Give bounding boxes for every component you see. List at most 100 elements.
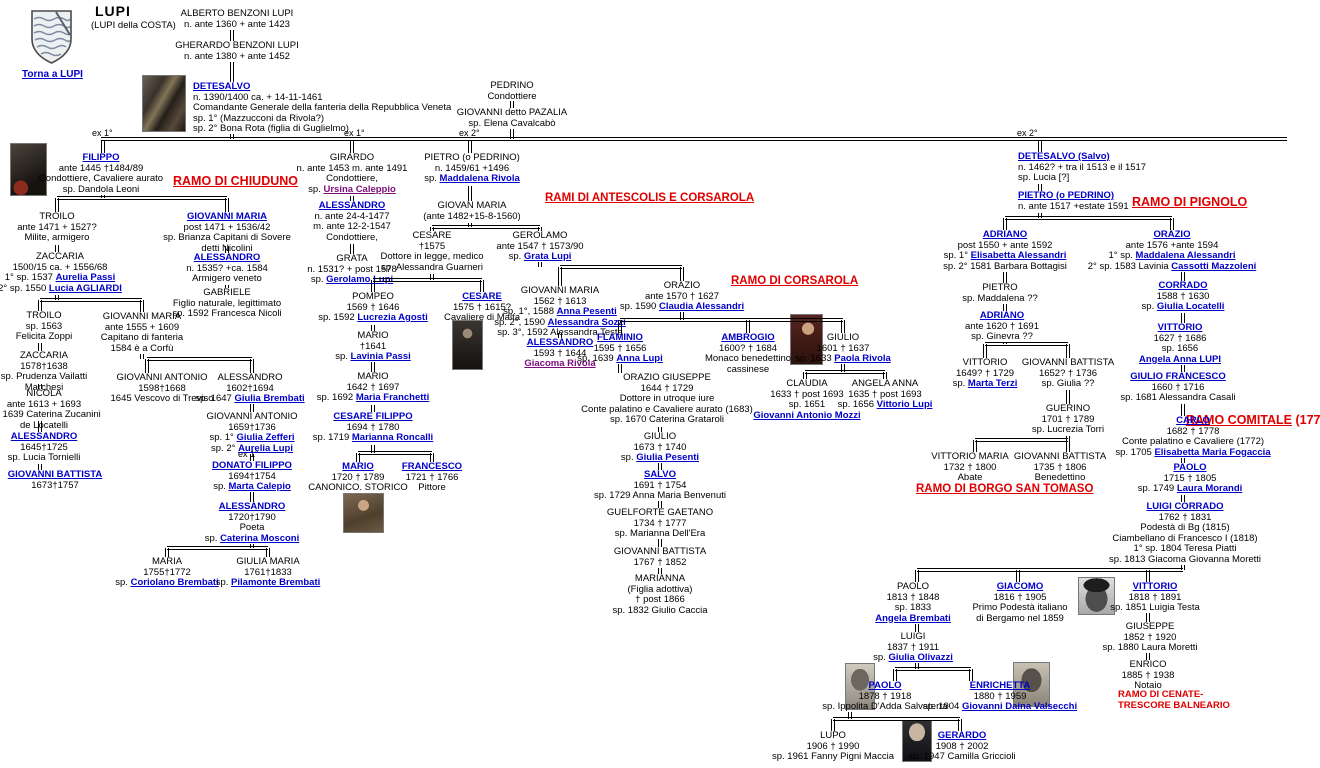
person-name[interactable]: SALVO — [643, 469, 677, 480]
person-name[interactable]: CESARE FILIPPO — [333, 411, 413, 422]
back-link[interactable]: Torna a LUPI — [22, 69, 83, 80]
spouse-link[interactable]: Angela Brembati — [875, 612, 951, 624]
person-name[interactable]: ALESSANDRO — [526, 337, 594, 348]
spouse-link[interactable]: Elisabetta Maria Fogaccia — [1154, 446, 1271, 458]
spouse-link[interactable]: Ursina Caleppio — [323, 183, 396, 195]
person-name[interactable]: ENRICHETTA — [969, 680, 1031, 691]
spouse-link[interactable]: Laura Morandi — [1176, 483, 1243, 494]
person-name[interactable]: PAOLO — [868, 680, 902, 691]
tree-connector — [101, 141, 105, 153]
tree-connector — [958, 719, 962, 731]
spouse-link[interactable]: Claudia Alessandri — [658, 301, 745, 312]
person-detail: de Locatelli — [19, 419, 69, 431]
person-name[interactable]: CARLO — [1176, 415, 1210, 426]
spouse-link[interactable]: Marta Calepio — [228, 481, 291, 492]
spouse-link[interactable]: Cassotti Mazzoleni — [1171, 260, 1257, 272]
person-name[interactable]: ADRIANO — [979, 310, 1025, 321]
spouse-link[interactable]: Giulia Pesenti — [636, 452, 700, 463]
person-name[interactable]: CESARE — [462, 291, 502, 302]
tree-connector — [658, 539, 662, 547]
person-name[interactable]: ALESSANDRO — [318, 200, 386, 211]
spouse-link[interactable]: Gerolamo Lupi — [326, 274, 394, 285]
spouse-link[interactable]: Giulia Olivazzi — [888, 652, 953, 663]
person-name[interactable]: DETESALVO — [193, 81, 251, 92]
person-detail: ante 1555 + 1609 — [104, 321, 180, 333]
person-name[interactable]: GIOVANNI BATTISTA — [7, 469, 103, 480]
spouse-link[interactable]: Anna Pesenti — [556, 306, 617, 317]
spouse-link[interactable]: Anna Lupi — [616, 353, 663, 364]
person-name[interactable]: DONATO FILIPPO — [212, 460, 292, 471]
person-detail: ante 1471 + 1527? — [17, 221, 97, 233]
spouse-link[interactable]: Maria Franchetti — [355, 392, 430, 403]
person-name[interactable]: FILIPPO — [82, 152, 120, 163]
spouse-link[interactable]: Giacoma Rivola — [524, 358, 596, 369]
spouse-link[interactable]: Pilamonte Brembati — [231, 577, 321, 588]
spouse-link[interactable]: Lucrezia Agosti — [357, 312, 428, 323]
spouse-link[interactable]: Paola Rivola — [834, 353, 891, 364]
person-name[interactable]: ORAZIO — [1153, 229, 1191, 240]
ambrogio-portrait-image — [790, 314, 823, 365]
person-name[interactable]: ALESSANDRO — [193, 252, 261, 263]
spouse-link[interactable]: Maddalena Alessandri — [1135, 250, 1236, 261]
person-name[interactable]: MARIO — [342, 461, 374, 472]
tree-connector — [40, 298, 142, 302]
person-detail: sp. 1670 Caterina Grataroli — [609, 414, 725, 425]
spouse-link[interactable]: Lucia AGLIARDI — [48, 282, 122, 294]
person-name[interactable]: ADRIANO — [982, 229, 1028, 240]
spouse-link[interactable]: Giulia Zefferi — [236, 432, 295, 443]
spouse-link[interactable]: Marianna Roncalli — [351, 432, 434, 443]
branch-header-chiuduno: RAMO DI CHIUDUNO — [173, 174, 298, 188]
spouse-link[interactable]: Giovanni Daina Valsecchi — [961, 701, 1078, 712]
spouse-link[interactable]: Giovanni Antonio Mozzi — [753, 409, 861, 421]
person-name[interactable]: ALESSANDRO — [218, 501, 286, 512]
spouse-link[interactable]: Giulia Brembati — [234, 393, 305, 404]
spouse-link[interactable]: Marta Terzi — [967, 378, 1018, 389]
person-name[interactable]: PAOLO — [1173, 462, 1207, 473]
tree-connector — [145, 359, 149, 373]
person-name[interactable]: GERARDO — [937, 730, 987, 741]
person-name[interactable]: LUIGI CORRADO — [1146, 501, 1224, 512]
person-name[interactable]: FLAMINIO — [597, 332, 643, 343]
person-name[interactable]: GIULIO FRANCESCO — [1130, 371, 1226, 382]
spouse-link[interactable]: Lavinia Passi — [350, 351, 411, 362]
person-detail: sp. Lucrezia Torri — [1031, 424, 1105, 435]
person-name[interactable]: VITTORIO — [1157, 322, 1203, 333]
spouse-link[interactable]: Aurelia Passi — [55, 272, 116, 283]
person-detail: cassinese — [726, 363, 770, 375]
spouse-link[interactable]: Grata Lupi — [523, 251, 572, 262]
person-name[interactable]: AMBROGIO — [721, 332, 775, 343]
person-detail: 1598†1668 — [138, 382, 186, 394]
person-detail: 1593 † 1644 — [533, 347, 587, 359]
person-giovan-maria-1482: GIOVAN MARIA(ante 1482+15-8-1560) — [407, 200, 537, 222]
person-name[interactable]: CORRADO — [1158, 280, 1208, 291]
spouse-link[interactable]: Aurelia Lupi — [238, 442, 293, 454]
person-detail: 1562 † 1613 — [533, 295, 587, 307]
spouse-link[interactable]: Caterina Mosconi — [220, 532, 300, 544]
spouse-link[interactable]: Vittorio Lupi — [876, 399, 933, 410]
person-name[interactable]: DETESALVO (Salvo) — [1018, 151, 1110, 162]
spouse-link[interactable]: Alessandra Sozzi — [547, 316, 626, 328]
person-name[interactable]: VITTORIO — [1132, 581, 1178, 592]
person-name[interactable]: GIACOMO — [996, 581, 1044, 592]
person-name[interactable]: GIOVANNI MARIA — [186, 211, 268, 222]
person-name: GIOVANNI detto PAZALIA — [456, 107, 568, 118]
mario-canonico-portrait-image — [343, 493, 384, 533]
person-name[interactable]: FRANCESCO — [401, 461, 463, 472]
spouse-link[interactable]: Maddalena Rivola — [439, 173, 520, 184]
person-detail: Condottiere, — [326, 173, 378, 184]
person-name[interactable]: ALESSANDRO — [10, 431, 78, 442]
person-name: GIOVANNI BATTISTA — [1021, 357, 1115, 368]
person-detail: 1880 † 1959 — [973, 690, 1027, 702]
spouse-link[interactable]: Coriolano Brembati — [130, 577, 219, 588]
tree-connector — [57, 196, 227, 200]
spouse-link[interactable]: Angela Anna LUPI — [1139, 353, 1221, 365]
person-name[interactable]: PIETRO (o PEDRINO) — [1018, 190, 1115, 201]
spouse-link[interactable]: Elisabetta Alessandri — [970, 250, 1067, 261]
spouse-link[interactable]: Giulia Locatelli — [1156, 301, 1225, 312]
